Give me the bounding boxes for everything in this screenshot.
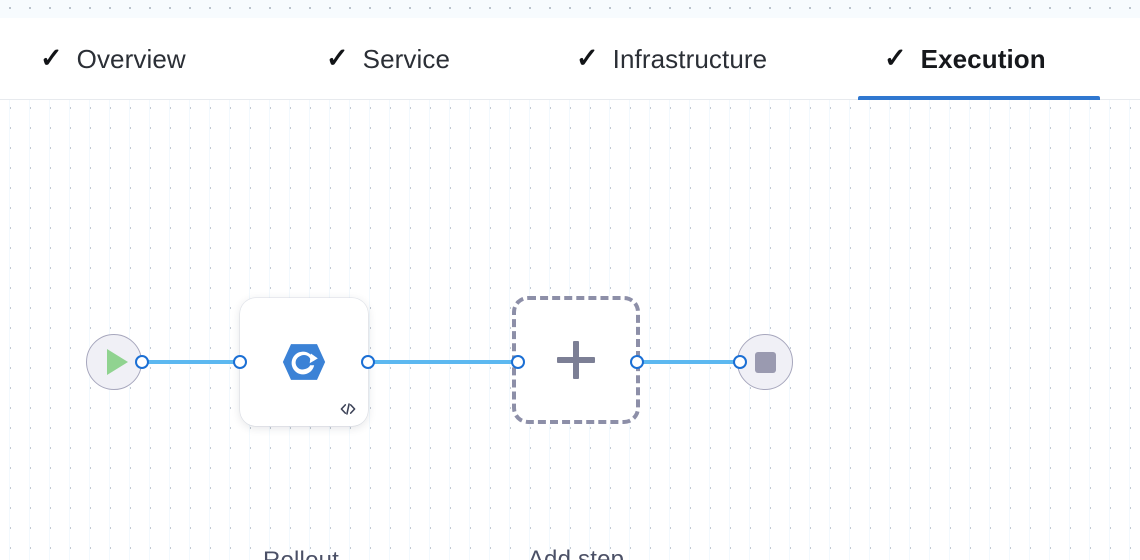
plus-icon bbox=[557, 341, 595, 379]
step-card[interactable] bbox=[240, 298, 368, 426]
add-step-card[interactable] bbox=[512, 296, 640, 424]
node-start[interactable] bbox=[86, 334, 142, 390]
node-label-add-step: Add step bbox=[527, 546, 625, 560]
port-rollout-input[interactable] bbox=[233, 355, 247, 369]
node-rollout-deployment[interactable] bbox=[240, 298, 368, 426]
tab-label: Infrastructure bbox=[612, 43, 768, 74]
edge-rollout-to-add-step bbox=[368, 360, 518, 364]
tab-label: Overview bbox=[76, 43, 186, 74]
canvas-top-strip bbox=[0, 0, 1140, 18]
port-add-step-input[interactable] bbox=[511, 355, 525, 369]
check-icon: ✓ bbox=[884, 42, 907, 73]
tab-active-underline bbox=[858, 96, 1100, 100]
check-icon: ✓ bbox=[576, 42, 599, 73]
edge-start-to-rollout bbox=[140, 360, 246, 364]
tab-service[interactable]: ✓ Service bbox=[310, 18, 512, 100]
tab-execution[interactable]: ✓ Execution bbox=[858, 18, 1100, 100]
rollout-deployment-icon bbox=[282, 344, 326, 380]
pipeline-canvas[interactable]: Rollout Deployment Add step bbox=[0, 100, 1140, 560]
port-start-output[interactable] bbox=[135, 355, 149, 369]
tab-infrastructure[interactable]: ✓ Infrastructure bbox=[560, 18, 832, 100]
node-label-rollout-deployment: Rollout Deployment bbox=[200, 540, 402, 560]
start-node-circle[interactable] bbox=[86, 334, 142, 390]
tab-overview[interactable]: ✓ Overview bbox=[24, 18, 246, 100]
port-rollout-output[interactable] bbox=[361, 355, 375, 369]
play-icon bbox=[106, 349, 128, 375]
check-icon: ✓ bbox=[40, 42, 63, 73]
port-end-input[interactable] bbox=[733, 355, 747, 369]
edge-add-step-to-end bbox=[636, 360, 740, 364]
pipeline-tab-bar: ✓ Overview ✓ Service ✓ Infrastructure ✓ … bbox=[0, 18, 1140, 100]
node-add-step[interactable] bbox=[512, 296, 640, 424]
check-icon: ✓ bbox=[326, 42, 349, 73]
tab-label: Service bbox=[362, 43, 451, 74]
port-add-step-output[interactable] bbox=[630, 355, 644, 369]
code-icon bbox=[340, 403, 356, 415]
tab-label: Execution bbox=[920, 43, 1046, 74]
stop-icon bbox=[754, 351, 776, 373]
